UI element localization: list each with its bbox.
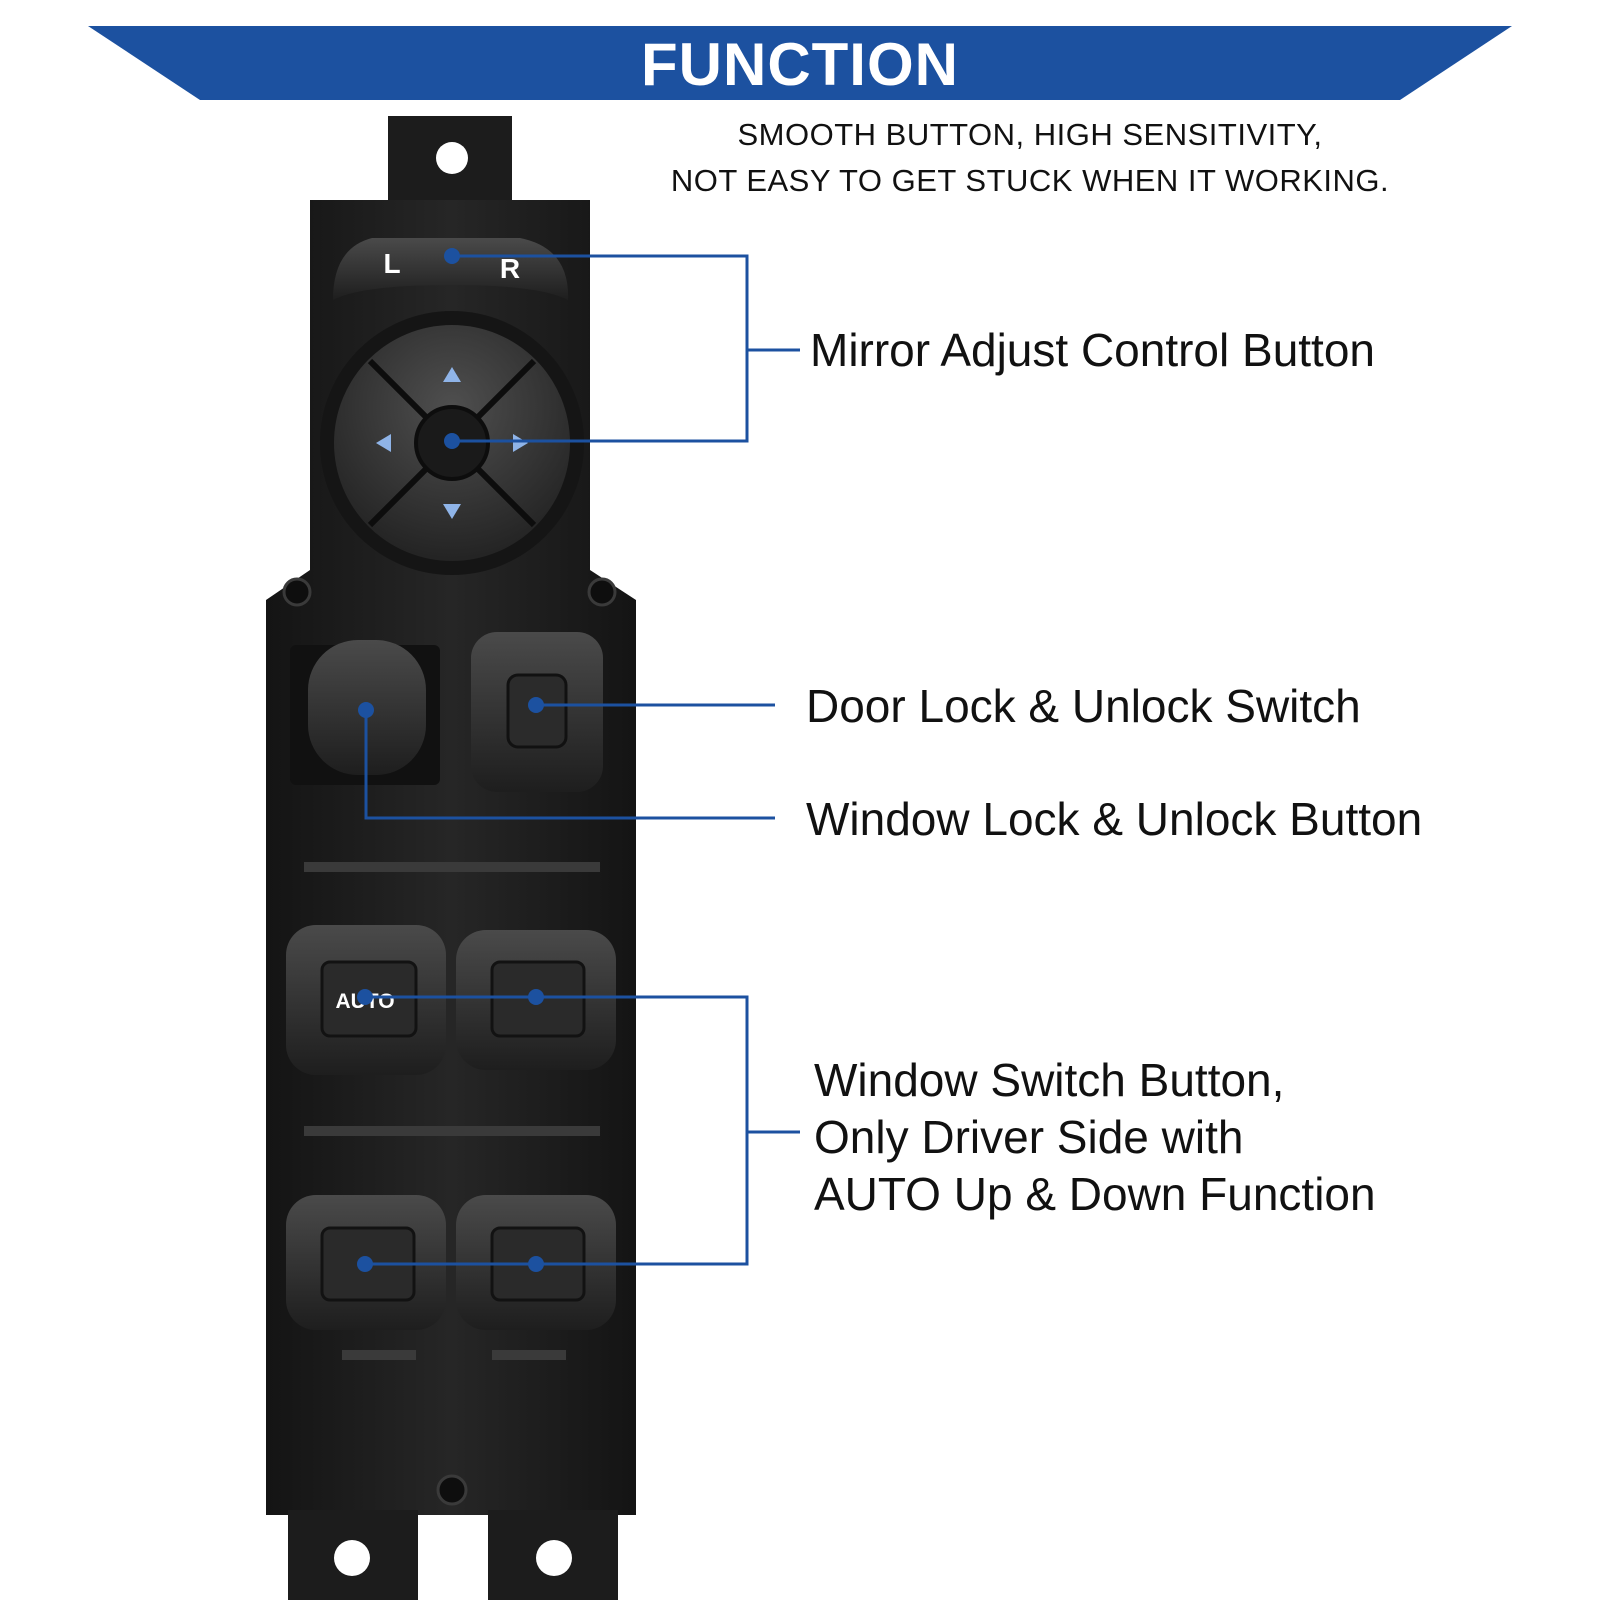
top-mount-hole [436,142,468,174]
selector-left-letter: L [383,248,400,279]
bottom-hole-right [536,1540,572,1576]
divider-mid [304,1126,600,1136]
banner [88,26,1512,100]
bottom-hole-left [334,1540,370,1576]
leader-lines [364,254,800,1266]
divider-top [304,862,600,872]
banner-title: FUNCTION [641,31,959,98]
switch-panel: L R AUTO [266,116,636,1600]
screw-right [587,577,617,607]
callout-window-switch: Window Switch Button, Only Driver Side w… [814,1054,1376,1220]
arrow-up-icon [443,367,461,382]
selector-right-letter: R [500,253,520,284]
callout-window-lock: Window Lock & Unlock Button [806,793,1423,845]
callout-mirror: Mirror Adjust Control Button [810,324,1376,376]
divider-low-left [342,1350,416,1360]
screw-bottom [436,1474,468,1506]
screw-left [282,577,312,607]
lr-selector [333,238,569,300]
arrow-right-icon [513,434,528,452]
subtitle: SMOOTH BUTTON, HIGH SENSITIVITY, NOT EAS… [670,117,1390,198]
arrow-left-icon [376,434,391,452]
leader-dots [357,248,544,1272]
arrow-down-icon [443,504,461,519]
divider-low-right [492,1350,566,1360]
callout-door-lock: Door Lock & Unlock Switch [806,680,1361,732]
